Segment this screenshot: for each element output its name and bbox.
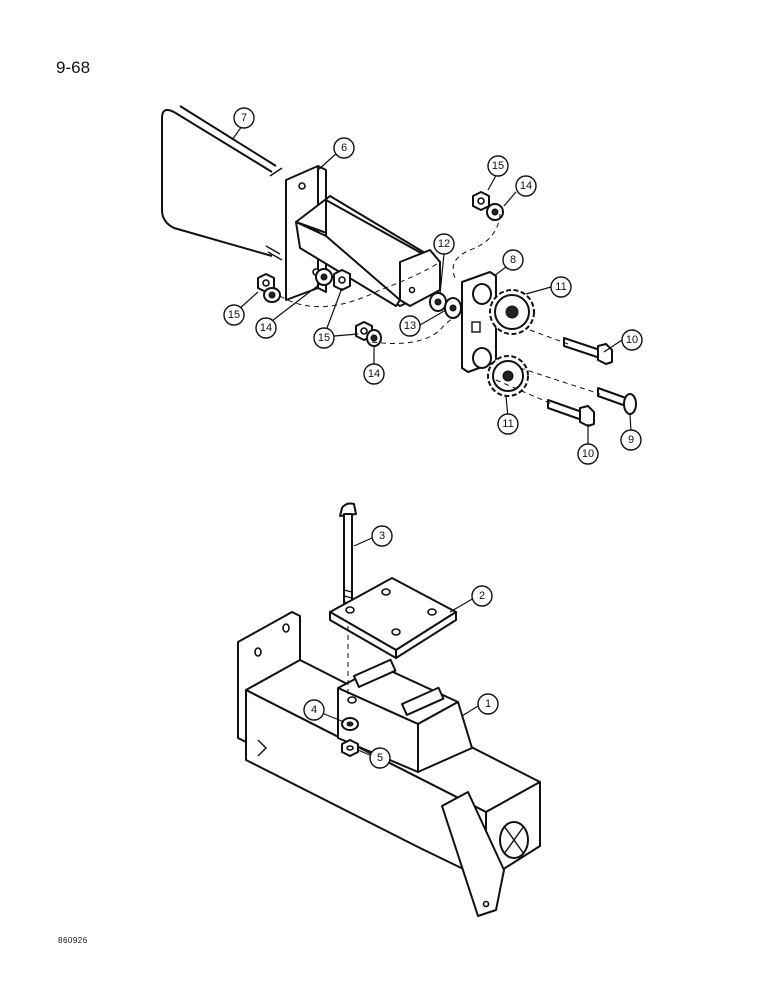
frame bbox=[237, 611, 541, 917]
callout-6: 6 bbox=[333, 137, 355, 159]
mounting-bracket bbox=[285, 165, 441, 307]
long-bolt bbox=[339, 502, 357, 607]
spacer bbox=[429, 292, 447, 312]
svg-text:15: 15 bbox=[228, 309, 240, 321]
svg-text:14: 14 bbox=[368, 368, 380, 380]
sprocket-upper bbox=[489, 289, 535, 335]
svg-text:6: 6 bbox=[341, 142, 347, 154]
svg-text:13: 13 bbox=[404, 320, 416, 332]
svg-text:14: 14 bbox=[260, 322, 272, 334]
callout-4: 4 bbox=[303, 699, 325, 721]
callout-8: 8 bbox=[502, 249, 524, 271]
svg-text:10: 10 bbox=[582, 448, 594, 460]
washer-4 bbox=[341, 717, 359, 731]
svg-text:5: 5 bbox=[377, 752, 383, 764]
idler-plate bbox=[461, 271, 497, 373]
svg-text:7: 7 bbox=[241, 112, 247, 124]
washer-mid bbox=[315, 268, 333, 286]
callout-13: 13 bbox=[399, 315, 421, 337]
svg-text:1: 1 bbox=[485, 698, 491, 710]
carriage-bolt bbox=[597, 387, 637, 415]
svg-text:3: 3 bbox=[379, 530, 385, 542]
svg-text:12: 12 bbox=[438, 238, 450, 250]
figure-id: 860926 bbox=[58, 936, 88, 945]
callout-15-left: 15 bbox=[223, 304, 245, 326]
svg-text:2: 2 bbox=[479, 590, 485, 602]
nut-mid bbox=[333, 269, 351, 291]
callout-14-top: 14 bbox=[515, 175, 537, 197]
sprocket-lower bbox=[487, 355, 529, 397]
washer-lower bbox=[366, 329, 382, 347]
nut-top bbox=[472, 191, 490, 211]
svg-text:15: 15 bbox=[318, 332, 330, 344]
svg-text:4: 4 bbox=[311, 704, 317, 716]
callout-15-top: 15 bbox=[487, 155, 509, 177]
u-bolt bbox=[161, 105, 283, 261]
svg-text:9: 9 bbox=[628, 434, 634, 446]
page-number: 9-68 bbox=[56, 58, 91, 77]
svg-text:14: 14 bbox=[520, 180, 532, 192]
callout-1: 1 bbox=[477, 693, 499, 715]
callout-14-lower: 14 bbox=[363, 363, 385, 385]
nut-5 bbox=[341, 739, 359, 757]
svg-text:11: 11 bbox=[502, 418, 513, 430]
callout-11-lower: 11 bbox=[497, 413, 519, 435]
washer-13 bbox=[444, 297, 462, 319]
callout-11-upper: 11 bbox=[550, 276, 572, 298]
callout-10-upper: 10 bbox=[621, 329, 643, 351]
callout-7: 7 bbox=[233, 107, 255, 129]
svg-text:10: 10 bbox=[626, 334, 638, 346]
callout-15-mid: 15 bbox=[313, 327, 335, 349]
callout-3: 3 bbox=[371, 525, 393, 547]
callout-9: 9 bbox=[620, 429, 642, 451]
callout-10-lower: 10 bbox=[577, 443, 599, 465]
svg-text:8: 8 bbox=[510, 254, 516, 266]
callout-2: 2 bbox=[471, 585, 493, 607]
callout-14-left: 14 bbox=[255, 317, 277, 339]
callout-5: 5 bbox=[369, 747, 391, 769]
svg-text:15: 15 bbox=[492, 160, 504, 172]
svg-text:11: 11 bbox=[555, 281, 566, 293]
washer-top bbox=[486, 203, 504, 221]
plate bbox=[329, 577, 457, 659]
washer-left bbox=[263, 287, 281, 303]
callout-12: 12 bbox=[433, 233, 455, 255]
bolt-lower bbox=[547, 399, 595, 427]
